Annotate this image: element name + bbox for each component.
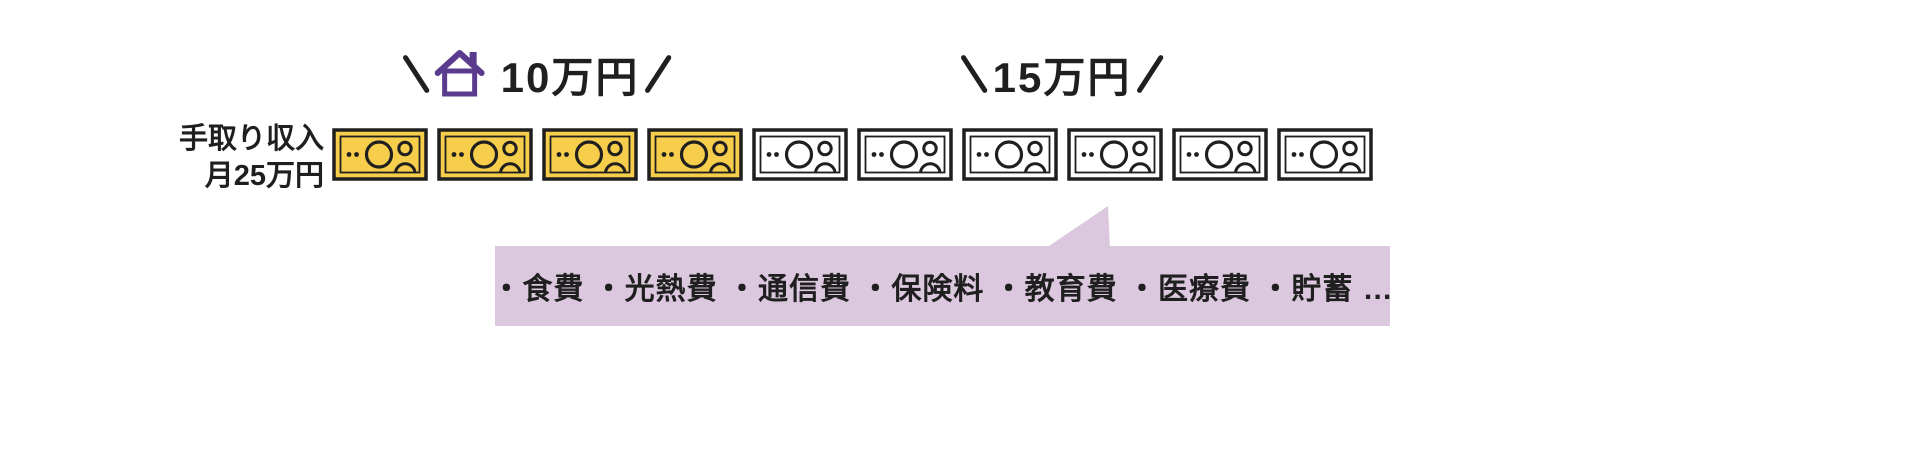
emphasis-backslash-icon xyxy=(402,54,431,94)
banknote-plain-icon xyxy=(1067,128,1163,181)
income-label-line1: 手取り収入 xyxy=(178,123,324,155)
expenses-callout: ・食費 ・光熱費 ・通信費 ・保険料 ・教育費 ・医療費 ・貯蓄 … xyxy=(491,246,1393,326)
emphasis-slash-icon xyxy=(1135,54,1164,94)
banknote-row xyxy=(332,128,1373,181)
banknote-highlighted-icon xyxy=(437,128,533,181)
housing-amount-label: 10万円 xyxy=(500,53,640,101)
banknote-plain-icon xyxy=(1277,128,1373,181)
banknote-highlighted-icon xyxy=(332,128,428,181)
emphasis-backslash-icon xyxy=(960,54,989,94)
banknote-plain-icon xyxy=(1172,128,1268,181)
banknote-plain-icon xyxy=(752,128,848,181)
emphasis-slash-icon xyxy=(643,54,672,94)
banknote-highlighted-icon xyxy=(542,128,638,181)
expenses-list-text: ・食費 ・光熱費 ・通信費 ・保険料 ・教育費 ・医療費 ・貯蓄 … xyxy=(491,273,1394,306)
callout-pointer-triangle xyxy=(1046,206,1110,248)
other-amount-heading: 15万円 xyxy=(960,46,1164,102)
callout-pointer xyxy=(1046,206,1110,248)
banknote-highlighted-icon xyxy=(647,128,743,181)
banknote-plain-icon xyxy=(857,128,953,181)
house-icon xyxy=(434,50,485,97)
income-label: 手取り収入 月25万円 xyxy=(138,121,324,195)
housing-amount-heading: 10万円 xyxy=(402,46,672,102)
income-label-line2: 月25万円 xyxy=(204,160,324,193)
other-amount-label: 15万円 xyxy=(992,53,1132,101)
banknote-plain-icon xyxy=(962,128,1058,181)
